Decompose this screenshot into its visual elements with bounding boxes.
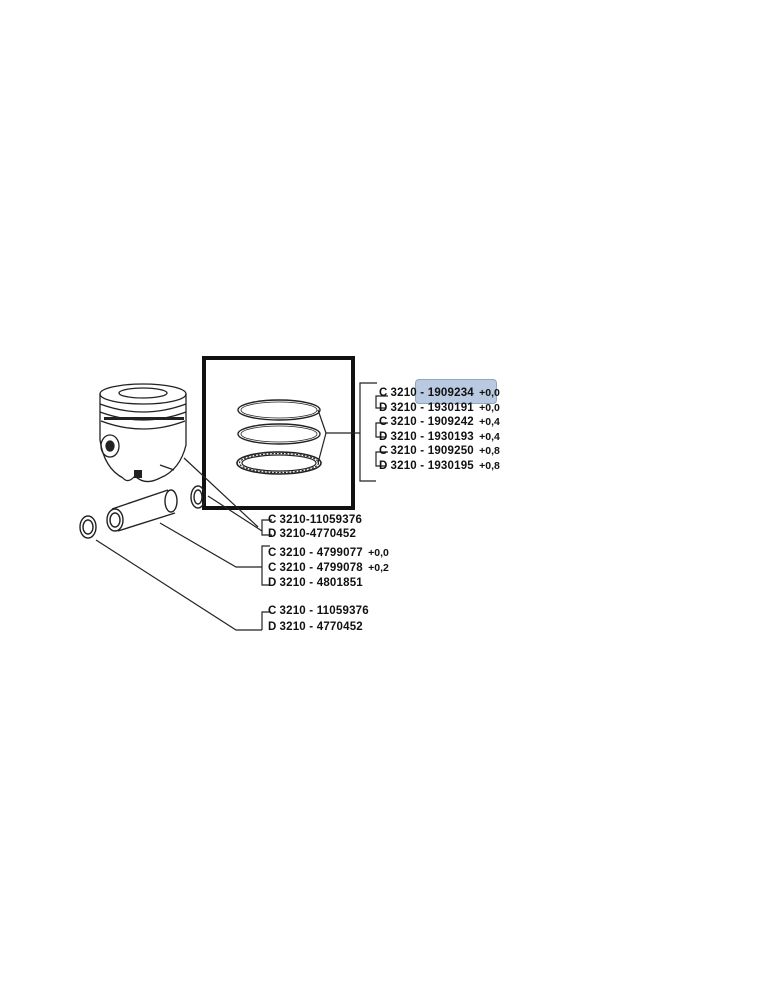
pin-part-row[interactable]: C 3210 - 4799078 +0,2 [268, 562, 389, 575]
part-type-letter: D [268, 621, 277, 633]
piston-pin [106, 489, 178, 532]
ring-part-row[interactable]: C 3210 - 1909250 +0,8 [379, 445, 500, 458]
oversize-value: +0,0 [479, 402, 500, 414]
part-number: 3210 - 1909242 [390, 416, 474, 428]
oversize-value: +0,4 [479, 431, 500, 443]
part-number: 3210 - 1909234 [390, 387, 474, 399]
circlip-right [190, 485, 206, 509]
ring-part-row[interactable]: C 3210 - 1909234 +0,0 [379, 387, 500, 400]
lower-circlip-leader [95, 539, 271, 631]
part-type-letter: C [268, 605, 277, 617]
piston-rings [236, 399, 322, 475]
circlip-part-row[interactable]: D 3210 - 4770452 [268, 621, 363, 634]
part-number: 3210 - 4799077 [279, 547, 363, 559]
pin-part-row[interactable]: C 3210 - 4799077 +0,0 [268, 547, 389, 560]
part-type-letter: D [379, 402, 388, 414]
oversize-value: +0,4 [479, 416, 500, 428]
circlip-part-row[interactable]: C 3210 - 11059376 [268, 605, 369, 618]
part-type-letter: C [268, 562, 277, 574]
ring-part-row[interactable]: D 3210 - 1930193 +0,4 [379, 431, 500, 444]
part-number: 3210 - 4799078 [279, 562, 363, 574]
part-number: 3210 - 11059376 [279, 605, 369, 617]
part-number: 3210 - 1909250 [390, 445, 474, 457]
part-type-letter: C [268, 514, 277, 526]
part-number: 3210 - 1930195 [390, 460, 474, 472]
part-number: 3210 - 1930193 [390, 431, 474, 443]
part-number: 3210-4770452 [279, 528, 357, 540]
ring-set-bracket [317, 382, 388, 482]
part-type-letter: C [379, 387, 388, 399]
part-type-letter: C [268, 547, 277, 559]
piston-shading [104, 417, 184, 478]
part-number: 3210 - 4770452 [279, 621, 363, 633]
oversize-value: +0,2 [368, 562, 389, 574]
part-type-letter: C [379, 445, 388, 457]
circlip-part-row[interactable]: C 3210-11059376 [268, 514, 362, 527]
pin-leader [159, 522, 270, 586]
part-type-letter: D [379, 460, 388, 472]
part-number: 3210-11059376 [279, 514, 363, 526]
circlip-left [79, 515, 97, 539]
circlip-part-row[interactable]: D 3210-4770452 [268, 528, 356, 541]
part-type-letter: D [268, 577, 277, 589]
oversize-value: +0,0 [479, 387, 500, 399]
selected-part-highlight [415, 379, 497, 404]
upper-circlip-leader [183, 457, 272, 536]
part-type-letter: C [379, 416, 388, 428]
pin-part-row[interactable]: D 3210 - 4801851 [268, 577, 363, 590]
piston-illustration [99, 383, 187, 483]
ring-part-row[interactable]: D 3210 - 1930191 +0,0 [379, 402, 500, 415]
part-number: 3210 - 1930191 [390, 402, 474, 414]
ring-part-row[interactable]: D 3210 - 1930195 +0,8 [379, 460, 500, 473]
oversize-value: +0,0 [368, 547, 389, 559]
oversize-value: +0,8 [479, 460, 500, 472]
part-type-letter: D [379, 431, 388, 443]
part-type-letter: D [268, 528, 277, 540]
ring-part-row[interactable]: C 3210 - 1909242 +0,4 [379, 416, 500, 429]
oversize-value: +0,8 [479, 445, 500, 457]
part-number: 3210 - 4801851 [279, 577, 363, 589]
